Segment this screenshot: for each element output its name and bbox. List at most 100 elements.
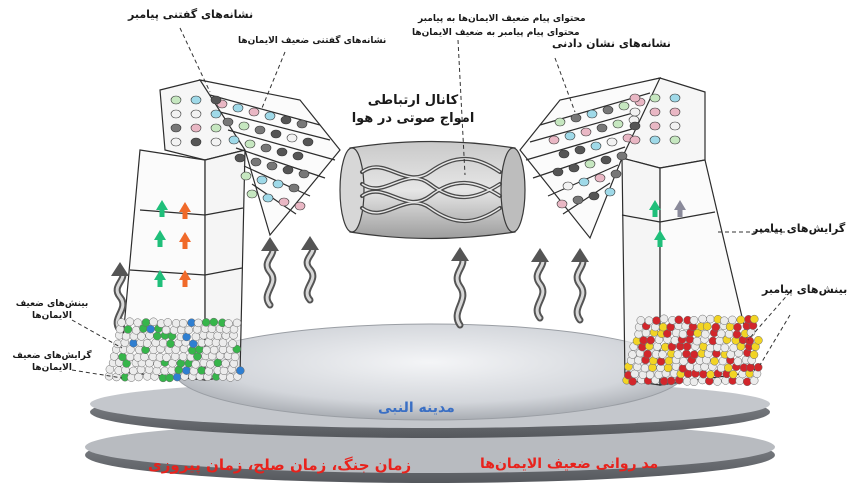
- ball: [194, 319, 202, 327]
- label-prophet-insights: بینش‌های پیامبر: [762, 283, 847, 296]
- label-channel-line2: امواج صوتی در هوا: [348, 110, 478, 128]
- ball: [631, 370, 639, 378]
- base-city-label: مدینه النبی: [378, 400, 455, 416]
- ball: [179, 319, 187, 327]
- ball: [693, 337, 701, 345]
- small-arrow-stem: [183, 212, 188, 219]
- ball: [222, 360, 230, 368]
- ball: [733, 330, 741, 338]
- ball: [132, 326, 140, 334]
- sign-dot: [650, 94, 660, 102]
- ball: [141, 353, 149, 361]
- label-weak-faith-signs: نشانه‌های گفتنی ضعیف الایمان‌ها: [238, 36, 386, 46]
- ball: [126, 353, 134, 361]
- ball: [150, 318, 158, 326]
- sign-dot: [553, 168, 563, 176]
- sign-dot: [223, 118, 233, 126]
- ball: [690, 316, 698, 324]
- sign-dot: [211, 110, 221, 118]
- sign-dot: [299, 170, 309, 178]
- ball: [231, 353, 239, 361]
- ball: [205, 367, 213, 375]
- ball: [724, 364, 732, 372]
- ball: [653, 317, 661, 325]
- ball: [124, 325, 132, 333]
- sign-dot: [293, 152, 303, 160]
- sign-dot: [557, 200, 567, 208]
- ball: [754, 363, 762, 371]
- ball: [707, 371, 715, 379]
- sign-dot: [650, 108, 660, 116]
- ball: [236, 367, 244, 375]
- ball: [210, 346, 218, 354]
- sign-dot: [281, 116, 291, 124]
- ball: [134, 319, 142, 327]
- label-weak-tendencies: گرایش‌های ضعیف الایمان‌ها: [10, 350, 94, 374]
- ball: [179, 353, 187, 361]
- sign-dot: [630, 122, 640, 130]
- sign-dot: [597, 124, 607, 132]
- ball: [729, 370, 737, 378]
- ball: [682, 350, 690, 358]
- ball: [671, 336, 679, 344]
- channel-cylinder: [340, 142, 525, 239]
- label-weak-tendencies-line2: الایمان‌ها: [10, 362, 94, 374]
- ball: [711, 357, 719, 365]
- ball: [730, 344, 738, 352]
- sign-dot: [579, 178, 589, 186]
- ball: [706, 315, 714, 323]
- small-arrow-stem: [183, 242, 188, 249]
- sign-dot: [575, 146, 585, 154]
- wave-arrow-head: [571, 248, 589, 262]
- sign-dot: [670, 122, 680, 130]
- wave-arrow-head: [301, 236, 319, 250]
- sign-dot: [573, 196, 583, 204]
- ball: [644, 350, 652, 358]
- small-arrow-stem: [658, 240, 663, 247]
- ball: [143, 339, 151, 347]
- sign-dot: [277, 148, 287, 156]
- small-arrow-stem: [158, 240, 163, 247]
- ball: [167, 340, 175, 348]
- sign-dot: [255, 126, 265, 134]
- ball: [683, 343, 691, 351]
- ball: [645, 317, 653, 325]
- sign-dot: [585, 160, 595, 168]
- left-ball-pile: [105, 318, 244, 382]
- small-arrow-stem: [183, 280, 188, 287]
- small-arrow-stem: [678, 210, 683, 217]
- sign-dot: [650, 136, 660, 144]
- ball: [192, 333, 200, 341]
- ball: [746, 337, 754, 345]
- small-arrow-stem: [158, 280, 163, 287]
- label-weak-insights-line2: الایمان‌ها: [10, 310, 94, 322]
- sign-dot: [171, 96, 181, 104]
- sign-dot: [670, 136, 680, 144]
- ball: [192, 360, 200, 368]
- sign-dot: [587, 110, 597, 118]
- ball: [720, 317, 728, 325]
- ball: [142, 319, 150, 327]
- ball: [118, 319, 126, 327]
- sign-dot: [613, 120, 623, 128]
- ball: [679, 330, 687, 338]
- ball: [635, 330, 643, 338]
- wave-arrow-head: [111, 262, 129, 276]
- sign-dot: [247, 190, 257, 198]
- ball: [750, 351, 758, 359]
- sign-dot: [569, 164, 579, 172]
- ball: [734, 323, 742, 331]
- ball: [202, 318, 210, 326]
- sign-dot: [245, 140, 255, 148]
- sign-dot: [619, 102, 629, 110]
- ball: [162, 326, 170, 334]
- ball: [219, 339, 227, 347]
- sign-dot: [563, 182, 573, 190]
- ball: [680, 357, 688, 365]
- ball: [233, 319, 241, 327]
- ball: [119, 353, 127, 361]
- sign-dot: [283, 166, 293, 174]
- label-channel: کانال ارتباطی امواج صوتی در هوا: [348, 92, 478, 128]
- ball: [210, 318, 218, 326]
- ball: [728, 316, 736, 324]
